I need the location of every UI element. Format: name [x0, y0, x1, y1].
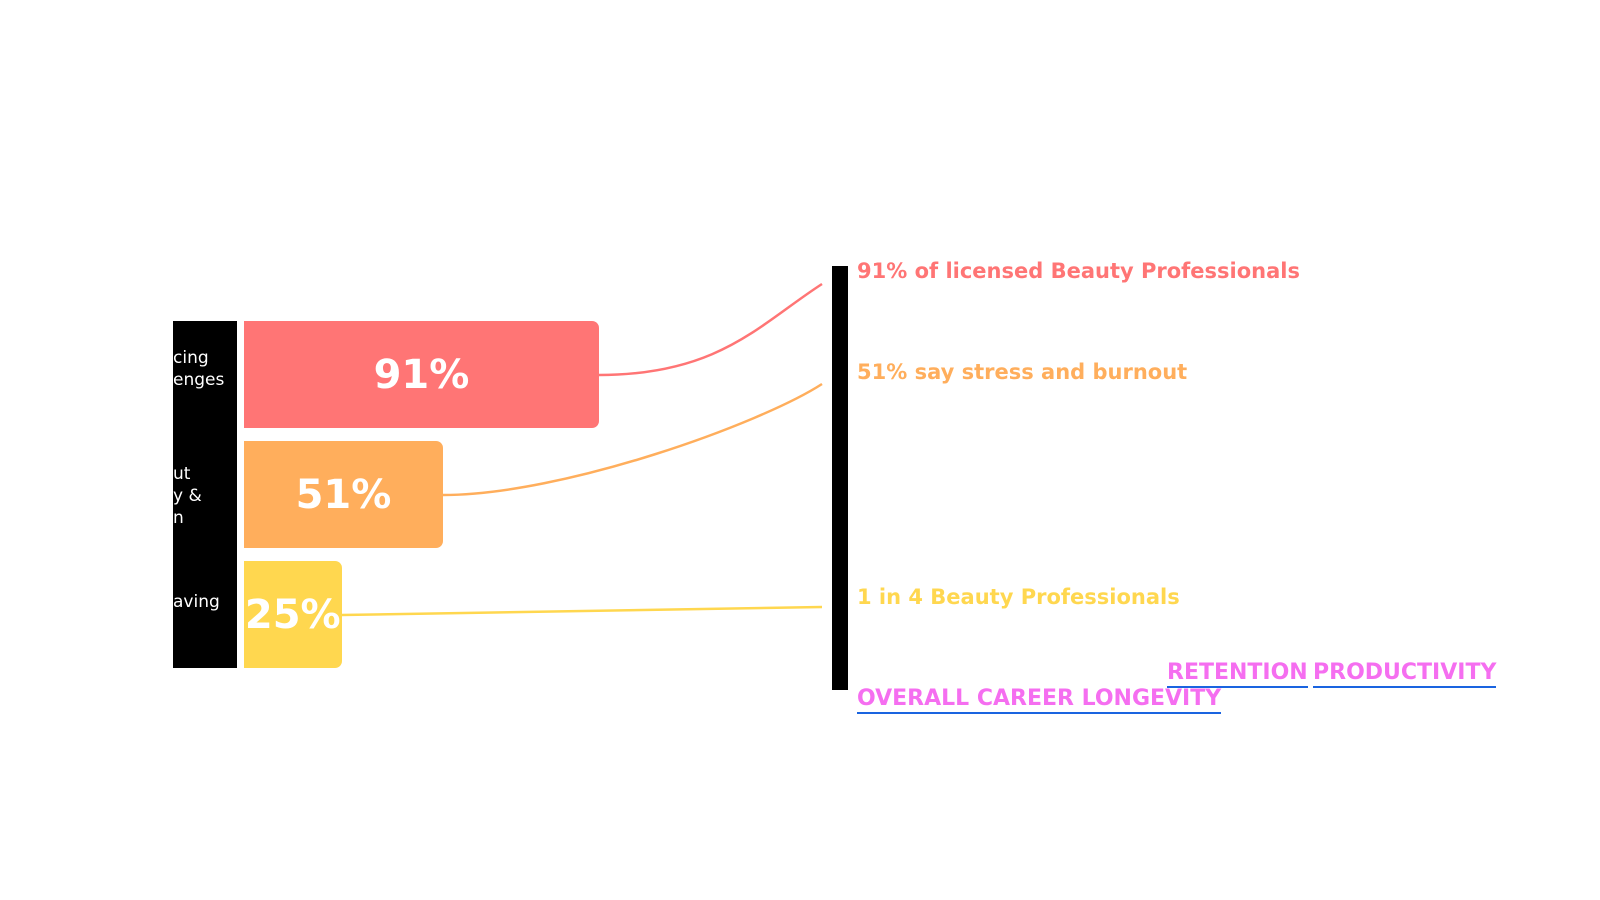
- connector-1: [598, 282, 823, 377]
- category-label-2: ut y & n: [173, 464, 202, 528]
- note-1: 91% of licensed Beauty Professionals: [857, 259, 1300, 283]
- bar-1: 91%: [244, 321, 599, 428]
- connector-3: [341, 605, 823, 617]
- keyword-career-longevity: OVERALL CAREER LONGEVITY: [857, 686, 1222, 714]
- connector-2: [442, 382, 823, 497]
- data-label-1: 91%: [373, 351, 470, 398]
- data-label-2: 51%: [295, 471, 392, 518]
- bar-2: 51%: [244, 441, 443, 548]
- bar-3: 25%: [244, 561, 342, 668]
- note-3: 1 in 4 Beauty Professionals: [857, 585, 1180, 609]
- category-label-column: cing enges ut y & n aving: [173, 321, 237, 668]
- keyword-productivity: PRODUCTIVITY: [1313, 660, 1497, 688]
- note-2: 51% say stress and burnout: [857, 360, 1188, 384]
- vertical-bracket: [832, 266, 848, 690]
- category-label-1: cing enges: [173, 348, 225, 390]
- data-label-3: 25%: [244, 591, 341, 638]
- keyword-retention: RETENTION: [1167, 660, 1308, 688]
- category-label-3: aving: [173, 592, 220, 612]
